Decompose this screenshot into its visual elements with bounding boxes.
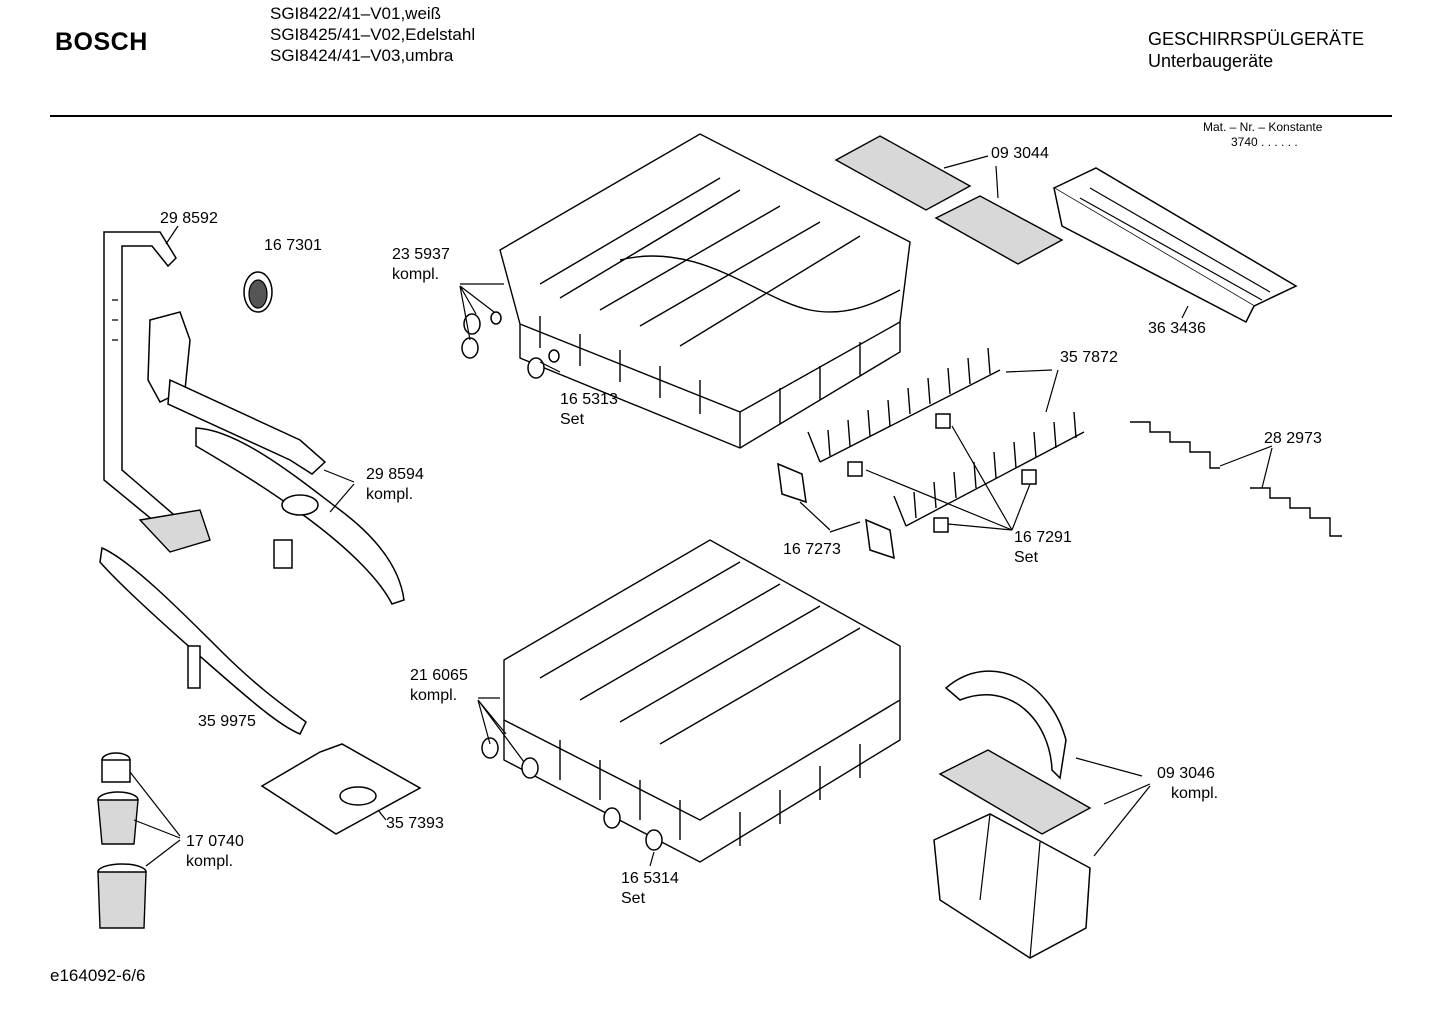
- cutlery-basket-drawing: [933, 670, 1092, 959]
- lower-wheels-drawing: [481, 737, 663, 851]
- part-note: Set: [560, 411, 585, 428]
- category-subtitle: Unterbaugeräte: [1148, 51, 1274, 71]
- part-note: kompl.: [410, 687, 458, 704]
- material-number-block: Mat. – Nr. – Konstante 3740 . . . . . .: [1203, 120, 1322, 150]
- part-label: 29 8592: [160, 209, 218, 229]
- part-number: 35 7872: [1060, 349, 1118, 366]
- brand-logo-text: BOSCH: [55, 28, 148, 56]
- part-number: 16 5313: [560, 391, 618, 408]
- part-note: kompl.: [1171, 785, 1219, 802]
- filter-disc-drawing: [243, 271, 273, 313]
- part-number: 16 7301: [264, 237, 322, 254]
- part-label: 29 8594 kompl.: [366, 465, 424, 505]
- clips-drawing: [777, 413, 1037, 560]
- part-note: kompl.: [186, 853, 234, 870]
- part-number: 09 3044: [991, 145, 1049, 162]
- part-number: 16 5314: [621, 870, 679, 887]
- part-note: Set: [621, 890, 646, 907]
- category-title: GESCHIRRSPÜLGERÄTE: [1148, 29, 1365, 49]
- part-note: kompl.: [366, 486, 414, 503]
- upper-basket-drawing: [499, 133, 911, 449]
- spray-arm-drawing: [99, 546, 307, 735]
- lower-basket-drawing: [503, 539, 901, 863]
- part-number: 28 2973: [1264, 430, 1322, 447]
- part-note: kompl.: [392, 266, 440, 283]
- model-list: SGI8422/41–V01,weiß SGI8425/41–V02,Edels…: [270, 3, 475, 66]
- upper-wheels-drawing: [461, 311, 560, 379]
- model-line: SGI8424/41–V03,umbra: [270, 46, 454, 65]
- part-label: 35 9975: [198, 712, 256, 732]
- model-line: SGI8425/41–V02,Edelstahl: [270, 25, 476, 44]
- part-label: 09 3046 kompl.: [1157, 764, 1218, 804]
- part-note: Set: [1014, 549, 1039, 566]
- part-number: 29 8594: [366, 466, 424, 483]
- part-label: 28 2973: [1264, 429, 1322, 449]
- part-label: 21 6065 kompl.: [410, 666, 468, 706]
- part-number: 21 6065: [410, 667, 468, 684]
- cutlery-tray-drawing: [1052, 167, 1298, 324]
- sieve-plate-drawing: [260, 743, 422, 835]
- part-number: 23 5937: [392, 246, 450, 263]
- header-divider: [50, 115, 1392, 117]
- part-label: 16 7301: [264, 236, 322, 256]
- part-number: 17 0740: [186, 833, 244, 850]
- grille-insert-drawing: [834, 135, 1064, 265]
- mat-nr-value: 3740 . . . . . .: [1231, 135, 1298, 149]
- model-line: SGI8422/41–V01,weiß: [270, 4, 442, 23]
- part-number: 29 8592: [160, 210, 218, 227]
- filter-set-drawing: [97, 752, 147, 929]
- tine-rows-drawing: [807, 347, 1085, 527]
- part-number: 16 7291: [1014, 529, 1072, 546]
- category-block: GESCHIRRSPÜLGERÄTE Unterbaugeräte: [1148, 28, 1364, 72]
- part-label: 16 7273: [783, 540, 841, 560]
- part-number: 36 3436: [1148, 320, 1206, 337]
- supply-pipe-drawing: [103, 231, 211, 553]
- part-label: 17 0740 kompl.: [186, 832, 244, 872]
- part-label: 35 7393: [386, 814, 444, 834]
- part-label: 35 7872: [1060, 348, 1118, 368]
- lower-spray-arm-drawing: [195, 427, 405, 605]
- part-label: 23 5937 kompl.: [392, 245, 450, 285]
- leader-lines: [129, 155, 1273, 867]
- mat-nr-label: Mat. – Nr. – Konstante: [1203, 120, 1323, 134]
- stepped-holders-drawing: [1130, 421, 1342, 537]
- part-label: 36 3436: [1148, 319, 1206, 339]
- part-number: 35 9975: [198, 713, 256, 730]
- upper-arm-drawing: [147, 311, 327, 475]
- part-number: 35 7393: [386, 815, 444, 832]
- part-number: 09 3046: [1157, 765, 1215, 782]
- drawing-id: e164092-6/6: [50, 966, 146, 985]
- part-number: 16 7273: [783, 541, 841, 558]
- part-label: 09 3044: [991, 144, 1049, 164]
